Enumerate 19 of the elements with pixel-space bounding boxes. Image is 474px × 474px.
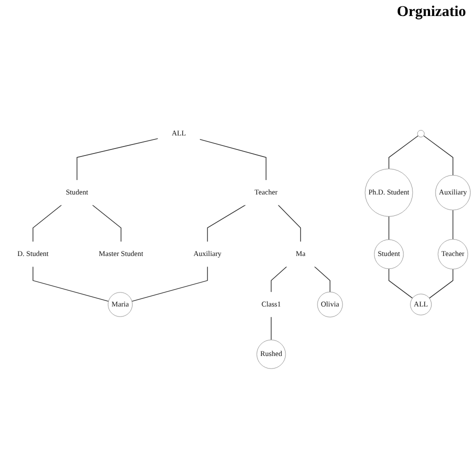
connector [199,139,266,181]
connector [423,135,454,176]
connector [76,138,158,181]
connector [388,268,413,299]
connector [270,266,288,293]
connector [314,266,330,292]
connector [388,135,418,170]
connector [207,204,246,242]
title: Orgnizatio [396,3,467,22]
connector [32,204,62,242]
connector [452,210,454,240]
connector [278,204,301,242]
connector [270,316,272,340]
connector [388,216,390,240]
connector [92,204,122,242]
connector [132,266,208,302]
connector [428,268,454,299]
connector [32,266,109,302]
node-circle [417,130,425,138]
